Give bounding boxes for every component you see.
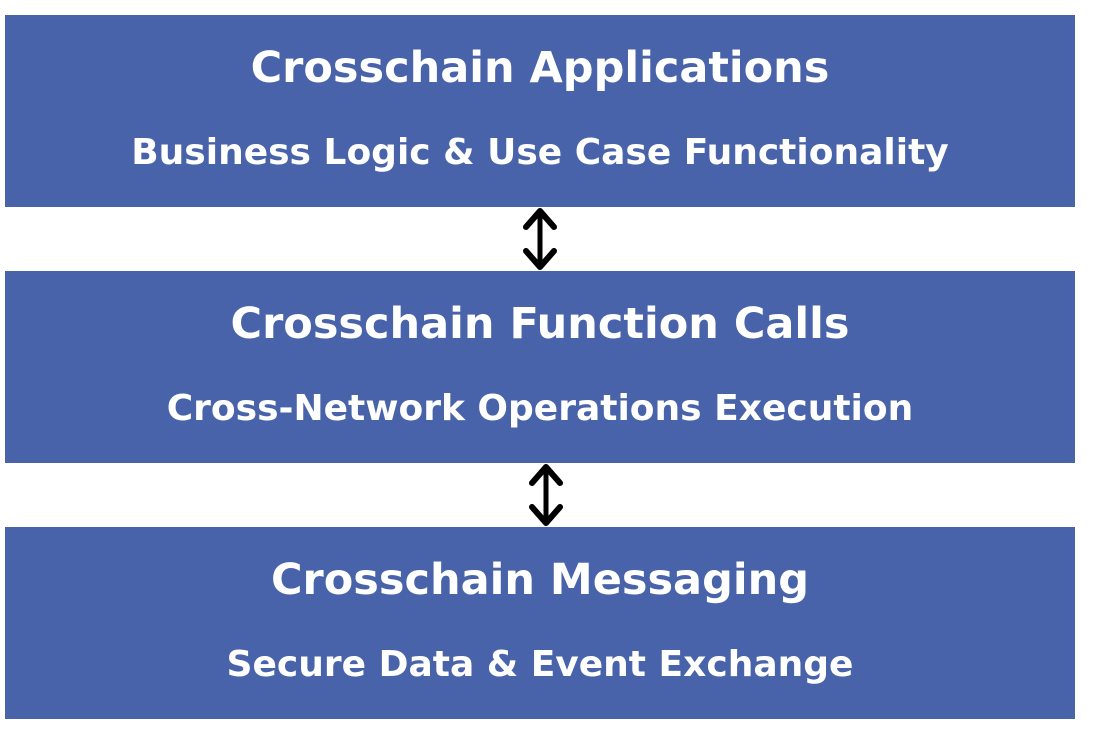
double-arrow-vertical-icon: [529, 464, 563, 526]
layer-title: Crosschain Messaging: [270, 555, 809, 605]
layer-box-applications: Crosschain Applications Business Logic &…: [5, 15, 1075, 207]
layer-subtitle: Cross-Network Operations Execution: [166, 388, 914, 429]
layer-title: Crosschain Function Calls: [230, 299, 850, 349]
layer-box-messaging: Crosschain Messaging Secure Data & Event…: [5, 527, 1075, 719]
layer-title: Crosschain Applications: [250, 43, 830, 93]
layer-subtitle: Secure Data & Event Exchange: [226, 644, 854, 685]
layer-subtitle: Business Logic & Use Case Functionality: [131, 132, 949, 173]
layer-box-function-calls: Crosschain Function Calls Cross-Network …: [5, 271, 1075, 463]
double-arrow-vertical-icon: [523, 208, 557, 270]
